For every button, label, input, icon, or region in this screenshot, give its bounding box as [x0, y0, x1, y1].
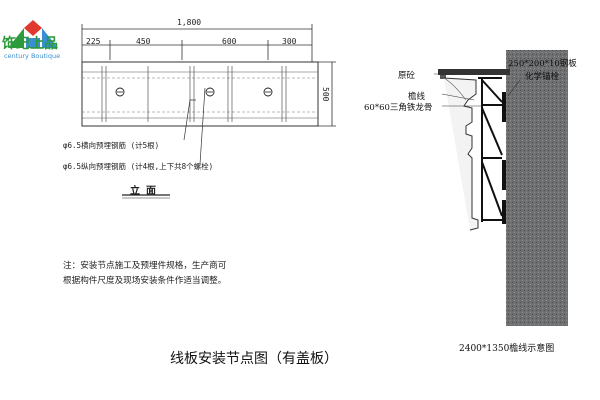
- dimension-overall: 1,800: [177, 18, 202, 27]
- roof-right-icon: [42, 28, 58, 48]
- label-chemical-anchor: 化学锚栓: [525, 72, 560, 82]
- logo-block: [26, 38, 40, 48]
- top-cover-plate: [438, 69, 510, 75]
- dimension-segment-4: 300: [282, 37, 297, 46]
- dimension-height: 500: [321, 87, 330, 102]
- label-original-concrete: 原砼: [398, 71, 416, 81]
- bolt-hole: [205, 87, 215, 97]
- roof-mid-icon: [24, 20, 42, 36]
- installation-note: 注：安装节点施工及预埋件规格，生产商可根据构件尺度及现场安装条件作适当调整。: [63, 261, 227, 286]
- label-cornice: 檐线: [408, 92, 426, 102]
- label-steel-plate: 250*200*10钢板: [508, 59, 577, 69]
- elevation-view-title: 立 面: [130, 186, 157, 197]
- section-drawing: [434, 50, 568, 326]
- elevation-board: [81, 61, 319, 127]
- dimension-segment-3: 600: [222, 37, 237, 46]
- logo-name-cn: 饰纪上品: [2, 36, 58, 52]
- elevation-drawing: [81, 24, 336, 199]
- bolt-hole: [115, 87, 125, 97]
- roof-left-icon: [8, 28, 24, 48]
- callout-vertical-rebar: φ6.5纵向预埋钢筋 (计4根,上下共8个螺栓): [63, 162, 214, 171]
- dimension-segment-1: 225: [86, 37, 101, 46]
- logo-name-en: century Boutique: [4, 52, 61, 60]
- brand-logo: [8, 20, 58, 48]
- label-keel: 60*60三角铁龙骨: [364, 103, 433, 113]
- bolt-hole: [263, 87, 273, 97]
- triangle-iron-keel: [478, 77, 503, 222]
- concrete-wall: [506, 50, 568, 326]
- section-caption: 2400*1350檐线示意图: [459, 344, 555, 354]
- cornice-profile: [443, 77, 479, 231]
- steel-plate: [502, 92, 506, 122]
- dimension-segment-2: 450: [136, 37, 151, 46]
- callout-horizontal-rebar: φ6.5横向预埋钢筋 (计5根): [63, 141, 160, 150]
- main-caption: 线板安装节点图（有盖板）: [170, 351, 338, 367]
